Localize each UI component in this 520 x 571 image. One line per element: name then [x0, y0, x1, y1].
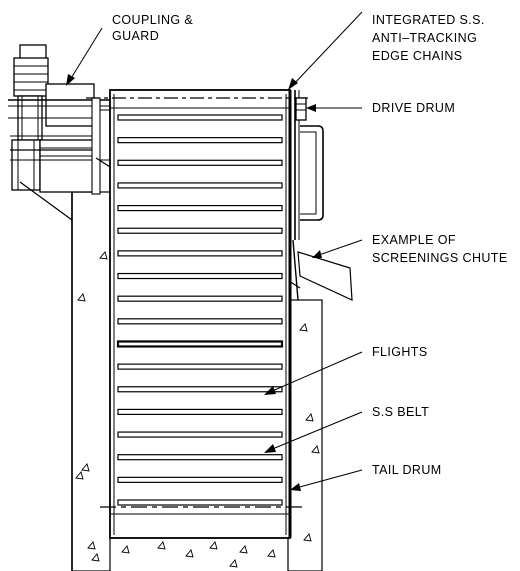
aggregate-mark [81, 463, 90, 472]
belt-flight [116, 340, 284, 348]
belt-flight [117, 499, 283, 506]
drive-drum [86, 97, 308, 121]
aggregate-mark [157, 541, 166, 550]
belt-flight [117, 408, 283, 416]
belt-screen [109, 89, 291, 539]
belt-flight [117, 295, 283, 302]
belt-flight [117, 272, 283, 280]
drive-drum-label: DRIVE DRUM [372, 101, 455, 115]
aggregate-mark [305, 413, 314, 422]
tail-drum [100, 506, 302, 515]
screenings-chute [297, 251, 353, 301]
ss-belt-label: S.S BELT [372, 405, 429, 419]
chute-label-line-2: SCREENINGS CHUTE [372, 251, 508, 265]
belt-flight [117, 114, 283, 121]
aggregate-mark [267, 549, 276, 558]
chute-label-line-1: EXAMPLE OF [372, 233, 456, 247]
callout-edge-chains: INTEGRATED S.S. ANTI–TRACKING EDGE CHAIN… [372, 13, 485, 63]
callout-coupling-guard: COUPLING & GUARD [112, 13, 193, 43]
aggregate-mark [87, 541, 96, 550]
aggregate-mark [311, 445, 320, 454]
belt-flight [117, 250, 283, 257]
aggregate-mark [209, 541, 218, 550]
aggregate-mark [299, 323, 308, 332]
edge-chains-label-line-3: EDGE CHAINS [372, 49, 463, 63]
belt-flights [116, 114, 284, 506]
belt-flight [117, 476, 283, 483]
callout-screenings-chute: EXAMPLE OF SCREENINGS CHUTE [372, 233, 508, 265]
tail-drum-label: TAIL DRUM [372, 463, 442, 477]
aggregate-mark [77, 293, 86, 302]
aggregate-mark [185, 549, 194, 558]
edge-chains-label-line-2: ANTI–TRACKING [372, 31, 477, 45]
drive-motor-assembly [8, 44, 112, 195]
concrete-aggregate-marks [75, 251, 320, 568]
flights-label: FLIGHTS [372, 345, 428, 359]
aggregate-mark [99, 251, 108, 260]
belt-flight [117, 137, 283, 144]
belt-flight [117, 204, 283, 212]
belt-flight [117, 318, 283, 325]
chute-support-bracket [300, 125, 324, 221]
coupling-label-line-2: GUARD [112, 29, 159, 43]
belt-flight [117, 431, 283, 438]
aggregate-mark [303, 533, 312, 542]
aggregate-mark [239, 545, 248, 554]
aggregate-mark [75, 471, 84, 480]
aggregate-mark [121, 545, 130, 554]
belt-flight [117, 159, 283, 166]
edge-chains-label-line-1: INTEGRATED S.S. [372, 13, 485, 27]
belt-flight [117, 227, 283, 234]
leader-lines [66, 11, 363, 491]
belt-flight [117, 182, 283, 189]
aggregate-mark [91, 553, 100, 562]
belt-flight [117, 363, 283, 370]
coupling-label-line-1: COUPLING & [112, 13, 193, 27]
belt-flight [117, 454, 283, 461]
aggregate-mark [229, 559, 238, 568]
belt-flight [117, 386, 283, 393]
